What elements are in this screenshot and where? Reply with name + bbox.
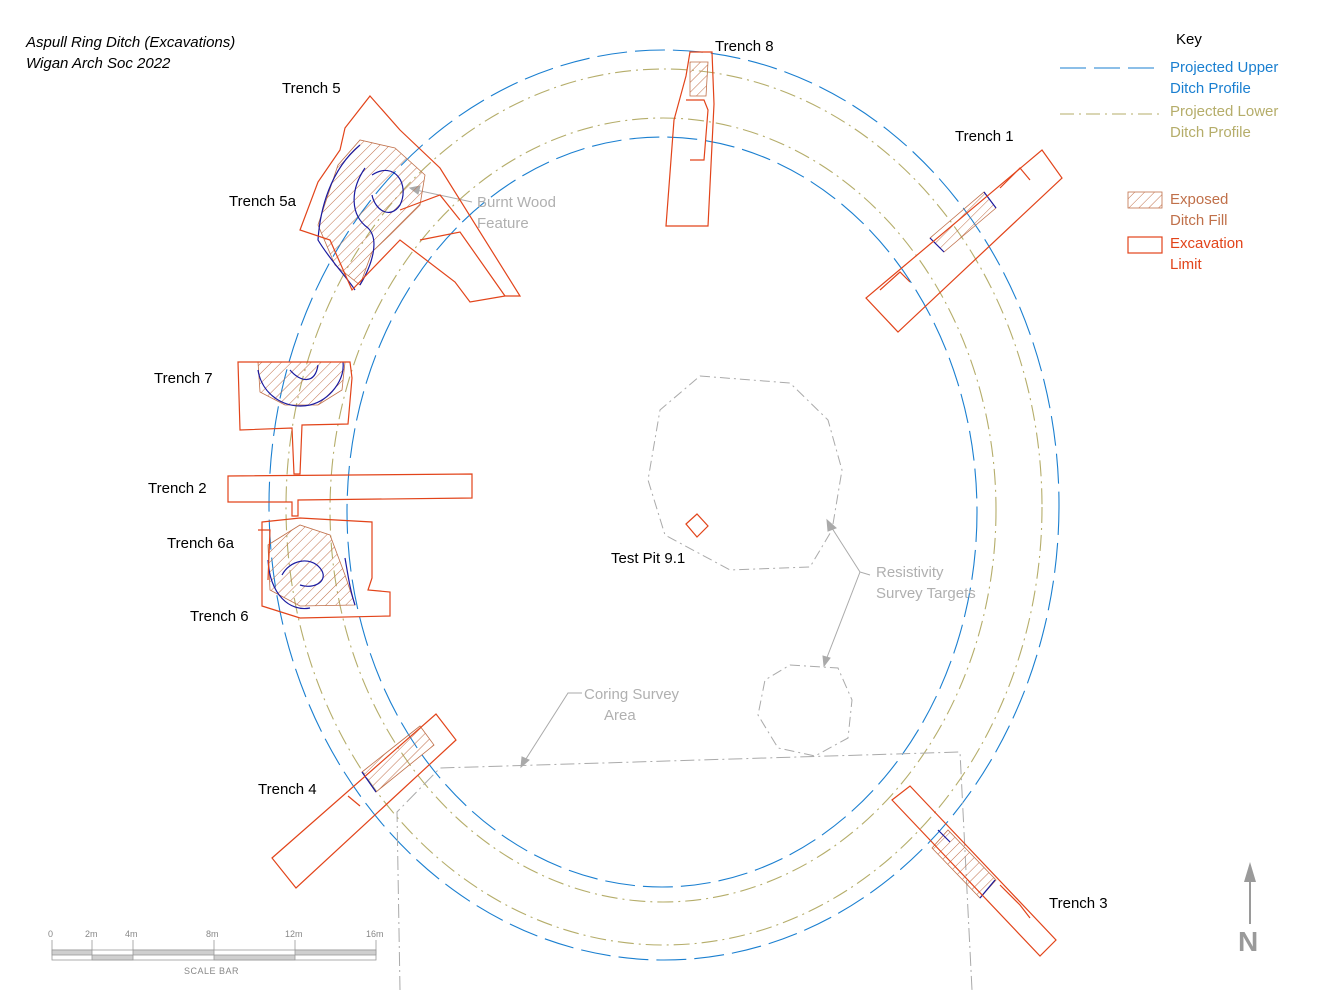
north-label: N <box>1238 926 1259 957</box>
ditch-edge-traces <box>257 144 997 899</box>
fill-trench-3 <box>931 829 997 899</box>
annotation-coring: Coring Survey Area <box>584 684 679 726</box>
annotation-resistivity: Resistivity Survey Targets <box>876 562 976 604</box>
annotation-resistivity-line-1: Resistivity <box>876 564 944 581</box>
lower-ditch-profile <box>285 68 1043 946</box>
key-exposed-fill: Exposed Ditch Fill <box>1170 189 1228 231</box>
north-arrow-icon <box>1244 862 1256 924</box>
lower-ditch-outer <box>285 68 1043 946</box>
fill-trench-7 <box>257 361 346 406</box>
leader-lines <box>408 185 871 769</box>
resistivity-target-lower <box>757 664 853 757</box>
key-lower-ditch: Projected Lower Ditch Profile <box>1170 101 1278 143</box>
scale-bar <box>51 940 377 961</box>
limit-trench-2 <box>227 473 473 517</box>
limit-trench-1 <box>865 149 1063 333</box>
limit-trench-7 <box>237 361 353 475</box>
scale-tick-12m: 12m <box>285 929 303 939</box>
upper-ditch-inner <box>346 136 978 888</box>
key-excavation-limit-line-1: Excavation <box>1170 235 1244 252</box>
label-trench-5: Trench 5 <box>282 80 341 97</box>
key-symbols <box>1060 67 1163 254</box>
limit-trench-5 <box>299 95 522 303</box>
upper-ditch-profile <box>268 49 1060 961</box>
label-trench-6a: Trench 6a <box>167 535 234 552</box>
fill-trench-8 <box>689 61 709 97</box>
key-upper-ditch: Projected Upper Ditch Profile <box>1170 57 1278 99</box>
label-trench-5a: Trench 5a <box>229 193 296 210</box>
fill-trench-1 <box>929 191 997 253</box>
key-upper-ditch-line-2: Ditch Profile <box>1170 80 1251 97</box>
plan-title: Aspull Ring Ditch (Excavations) Wigan Ar… <box>26 32 235 74</box>
key-limit-swatch <box>1127 236 1163 254</box>
label-trench-2: Trench 2 <box>148 480 207 497</box>
key-excavation-limit: Excavation Limit <box>1170 233 1243 275</box>
limit-trench-4 <box>271 713 457 889</box>
lower-ditch-inner <box>329 117 997 903</box>
plan-title-line-1: Aspull Ring Ditch (Excavations) <box>26 34 236 51</box>
annotation-burnt-wood: Burnt Wood Feature <box>477 192 556 234</box>
scale-tick-8m: 8m <box>206 929 219 939</box>
annotation-burnt-wood-line-2: Feature <box>477 215 529 232</box>
label-test-pit-9-1: Test Pit 9.1 <box>611 550 686 567</box>
label-trench-7: Trench 7 <box>154 370 213 387</box>
upper-ditch-outer <box>268 49 1060 961</box>
coring-survey-area <box>396 751 973 991</box>
key-upper-ditch-line-1: Projected Upper <box>1170 59 1279 76</box>
scale-tick-16m: 16m <box>366 929 384 939</box>
key-fill-swatch <box>1127 191 1163 209</box>
key-exposed-fill-line-2: Ditch Fill <box>1170 212 1228 229</box>
key-lower-ditch-line-2: Ditch Profile <box>1170 124 1251 141</box>
scale-caption: SCALE BAR <box>184 966 240 976</box>
label-trench-3: Trench 3 <box>1049 895 1108 912</box>
limit-trench-3 <box>891 785 1057 957</box>
annotation-coring-line-1: Coring Survey <box>584 686 680 703</box>
key-excavation-limit-line-2: Limit <box>1170 256 1202 273</box>
scale-tick-4m: 4m <box>125 929 138 939</box>
exposed-ditch-fill <box>257 61 997 899</box>
key-exposed-fill-line-1: Exposed <box>1170 191 1229 208</box>
label-trench-1: Trench 1 <box>955 128 1014 145</box>
fill-trench-6 <box>267 524 356 607</box>
label-trench-6: Trench 6 <box>190 608 249 625</box>
annotation-resistivity-line-2: Survey Targets <box>876 585 976 602</box>
label-trench-8: Trench 8 <box>715 38 774 55</box>
annotation-burnt-wood-line-1: Burnt Wood <box>477 194 556 211</box>
key-heading: Key <box>1176 31 1202 48</box>
limit-trench-8 <box>665 51 715 227</box>
excavation-limits <box>227 51 1063 957</box>
key-lower-ditch-line-1: Projected Lower <box>1170 103 1279 120</box>
test-pit-9-1 <box>685 513 709 538</box>
resistivity-target-upper <box>647 375 843 571</box>
plan-title-line-2: Wigan Arch Soc 2022 <box>26 55 171 72</box>
scale-tick-2m: 2m <box>85 929 98 939</box>
label-trench-4: Trench 4 <box>258 781 317 798</box>
annotation-coring-line-2: Area <box>604 707 636 724</box>
limit-trench-6 <box>261 517 391 619</box>
scale-tick-0: 0 <box>48 929 54 939</box>
resistivity-targets <box>647 375 853 757</box>
